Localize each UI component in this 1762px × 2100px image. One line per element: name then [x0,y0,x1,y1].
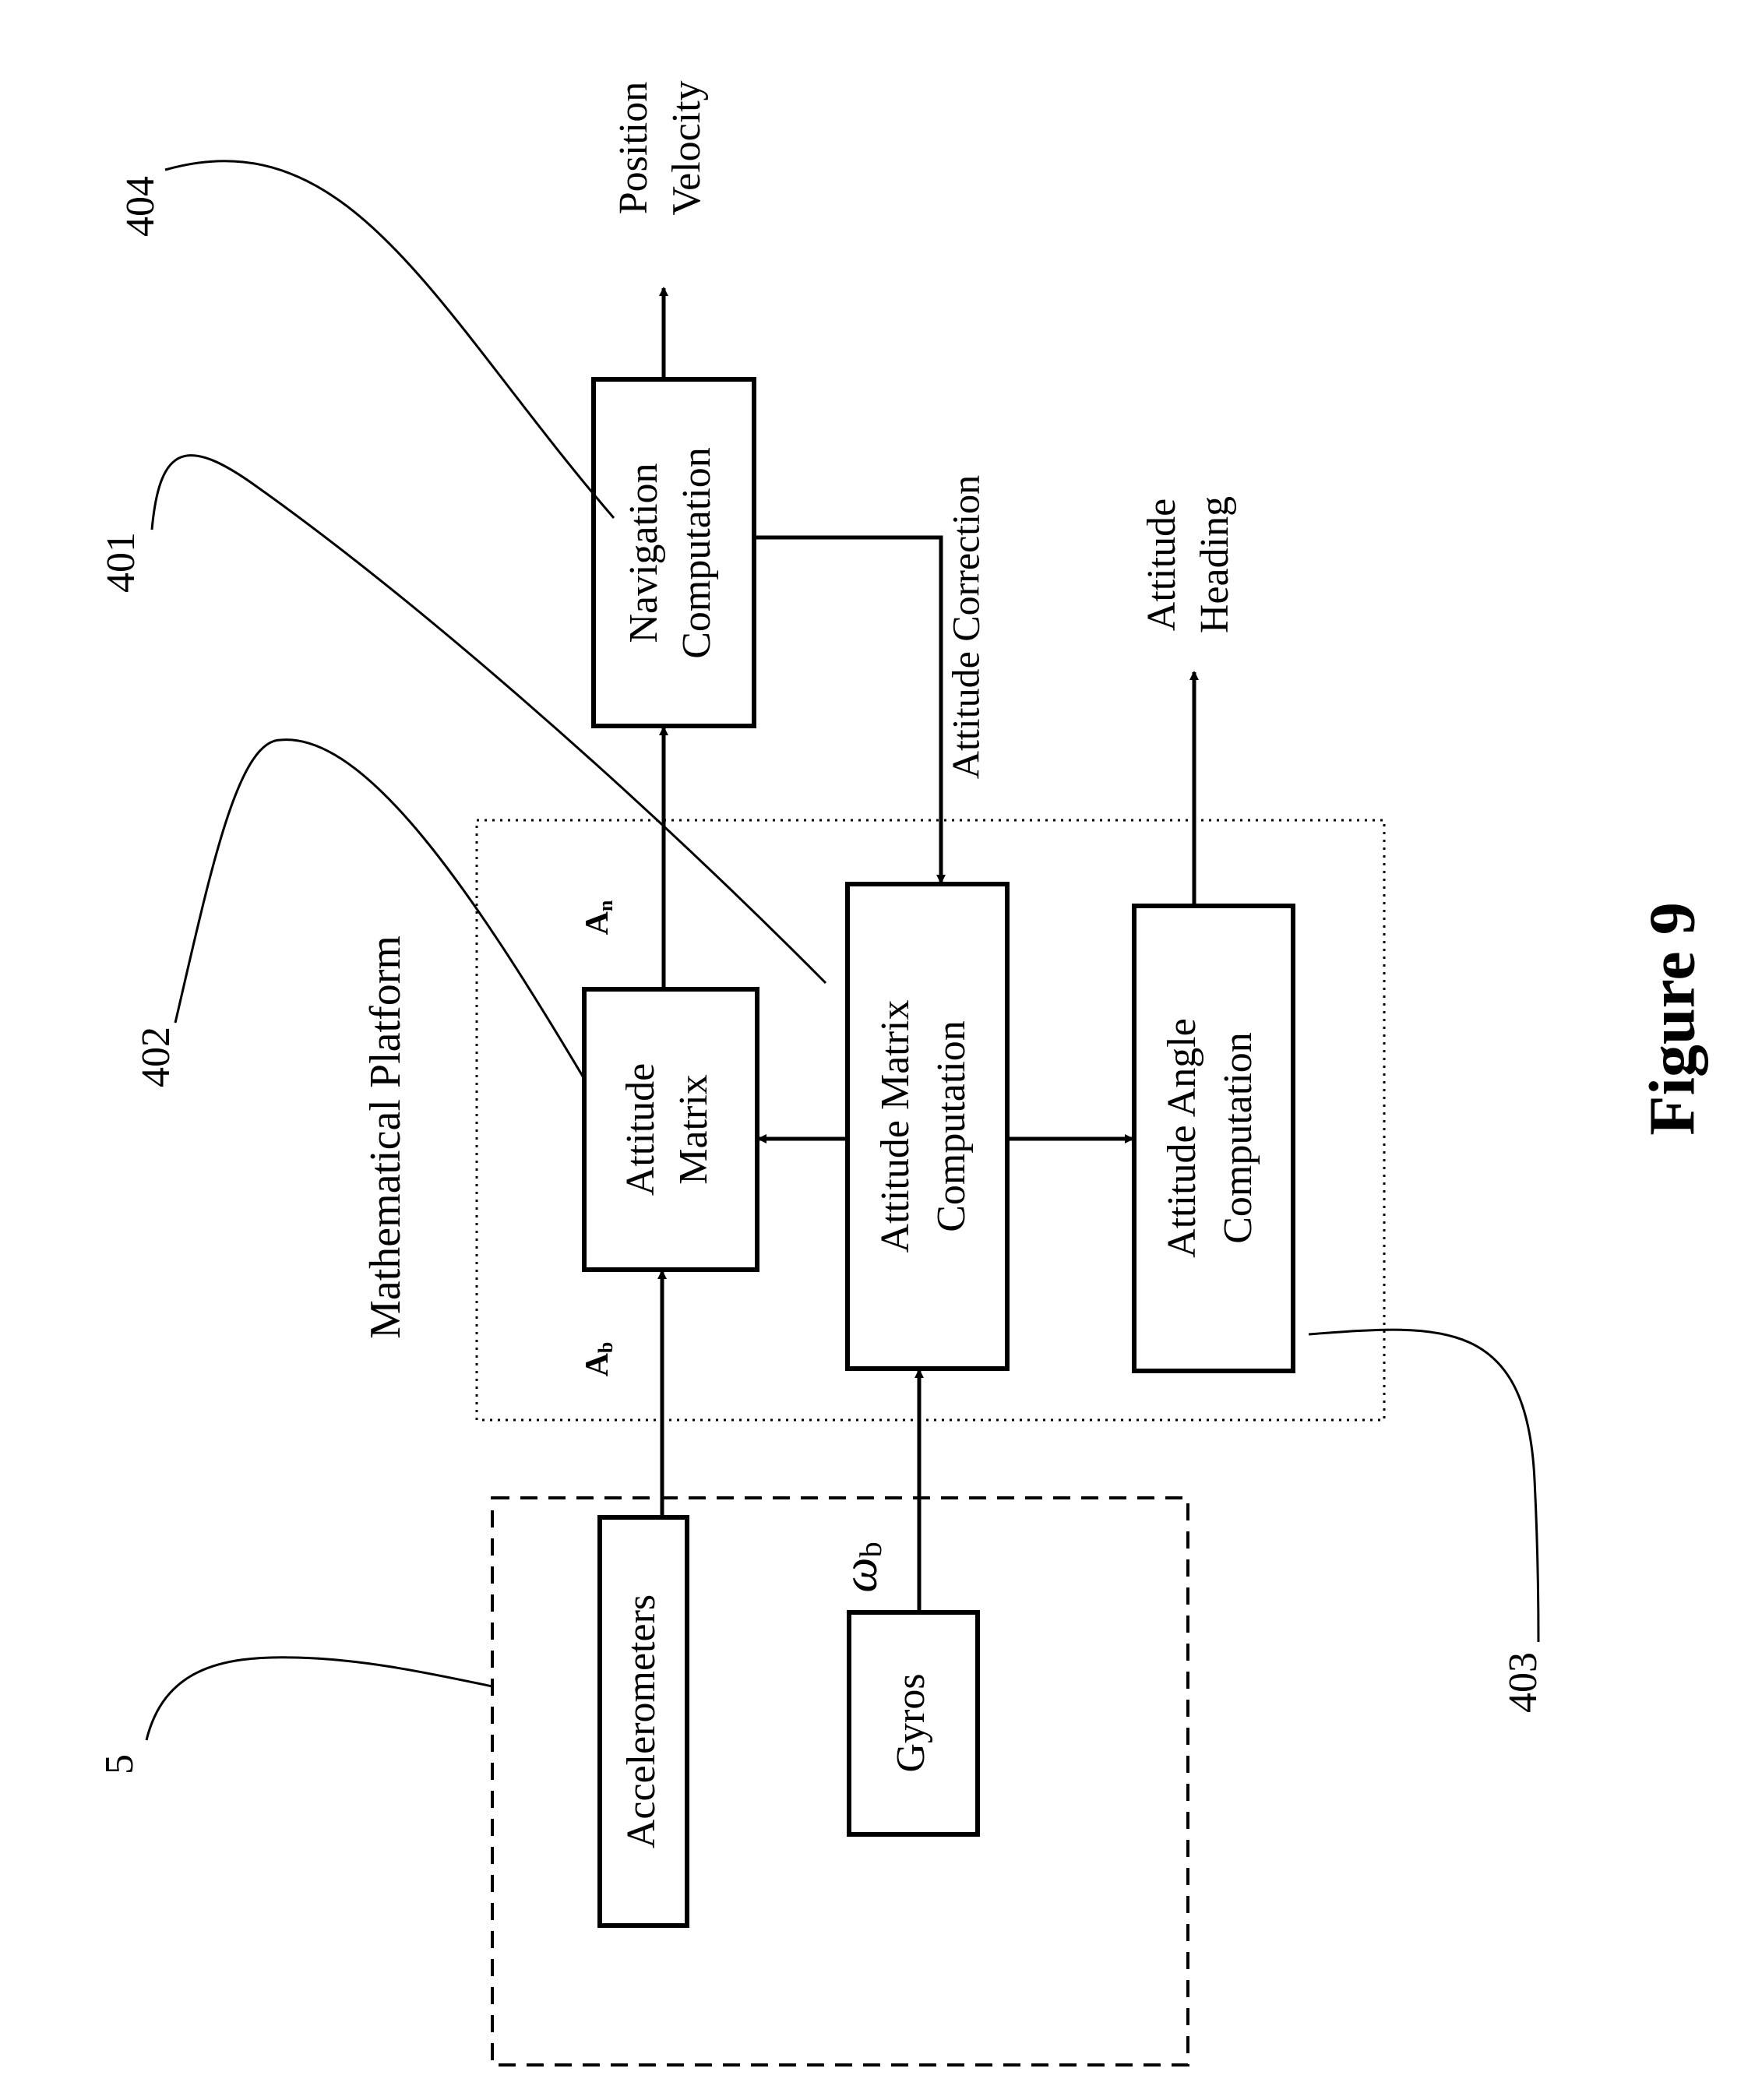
signal-omega-sub: b [853,1542,888,1557]
mathematical-platform-title: Mathematical Platform [361,935,410,1339]
figure-caption: Figure 9 [1636,902,1708,1135]
signal-ab: Ab [580,1342,617,1377]
signal-an-main: A [580,911,615,935]
output-attitude: Attitude [1140,499,1184,631]
gyros-label: Gyros [889,1673,933,1772]
attitude-angle-computation-line-2: Computation [1216,1032,1260,1244]
signal-omega-main: ω [832,1557,887,1592]
signal-ab-sub: b [594,1342,617,1353]
attitude-matrix-line-2: Matrix [671,1074,716,1185]
attitude-matrix-computation-line-1: Attitude Matrix [873,1000,918,1253]
signal-an-sub: n [594,900,617,911]
navigation-computation-line-2: Computation [675,447,719,659]
signal-ab-main: A [580,1352,615,1376]
ref-5: 5 [97,1754,142,1774]
attitude-correction-arrow [754,537,941,883]
output-position: Position [611,82,656,215]
attitude-matrix-computation-box [848,884,1007,1369]
signal-omega-b: ωb [832,1542,889,1592]
attitude-matrix-line-1: Attitude [618,1063,663,1196]
output-heading: Heading [1193,496,1237,633]
ref-402: 402 [134,1027,178,1087]
ref-403: 403 [1501,1652,1545,1713]
attitude-correction-label: Attitude Correction [943,475,987,779]
attitude-angle-computation-box [1134,906,1293,1371]
ref-401: 401 [99,532,143,593]
attitude-angle-computation-line-1: Attitude Angle [1160,1018,1204,1258]
attitude-matrix-computation-line-2: Computation [929,1020,974,1232]
output-velocity: Velocity [664,80,709,215]
leader-5 [146,1658,492,1740]
navigation-computation-line-1: Navigation [622,463,666,643]
ref-404: 404 [118,176,163,237]
signal-an: An [580,900,617,935]
leader-403 [1309,1330,1538,1642]
accelerometers-label: Accelerometers [619,1594,664,1848]
leader-404 [165,161,614,518]
